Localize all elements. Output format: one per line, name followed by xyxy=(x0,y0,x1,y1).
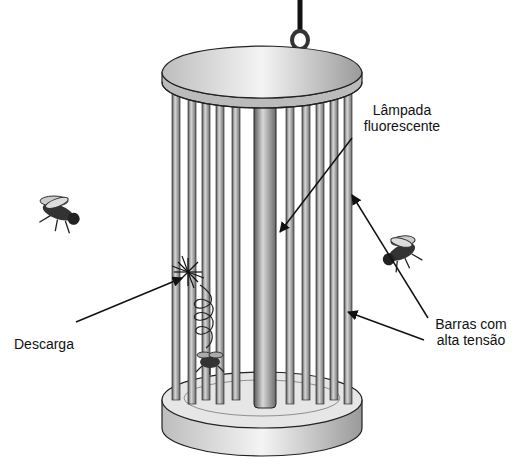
flying-insect xyxy=(375,227,427,277)
high-voltage-bar xyxy=(232,88,240,400)
high-voltage-bar xyxy=(344,88,352,404)
high-voltage-bars xyxy=(172,88,352,408)
smoke-spiral xyxy=(194,285,213,348)
part-label: Barras com alta tensão xyxy=(428,316,514,348)
high-voltage-bar xyxy=(302,88,310,400)
fluorescent-lamp xyxy=(254,90,276,408)
hanging-cord xyxy=(298,0,303,32)
high-voltage-bar xyxy=(330,88,338,400)
flying-insect xyxy=(30,187,86,238)
cap-dome xyxy=(162,46,362,98)
cap-edge xyxy=(162,82,362,108)
dead-fly xyxy=(196,352,224,375)
spark-discharge xyxy=(172,256,204,288)
high-voltage-bar xyxy=(316,88,324,404)
leader-arrows xyxy=(76,138,428,340)
high-voltage-bar xyxy=(188,88,196,404)
part-label: Descarga xyxy=(14,336,94,352)
hook-ring xyxy=(292,31,308,49)
high-voltage-bar xyxy=(172,88,180,400)
high-voltage-bar xyxy=(286,88,294,404)
part-label: Lâmpada fluorescente xyxy=(352,102,452,134)
